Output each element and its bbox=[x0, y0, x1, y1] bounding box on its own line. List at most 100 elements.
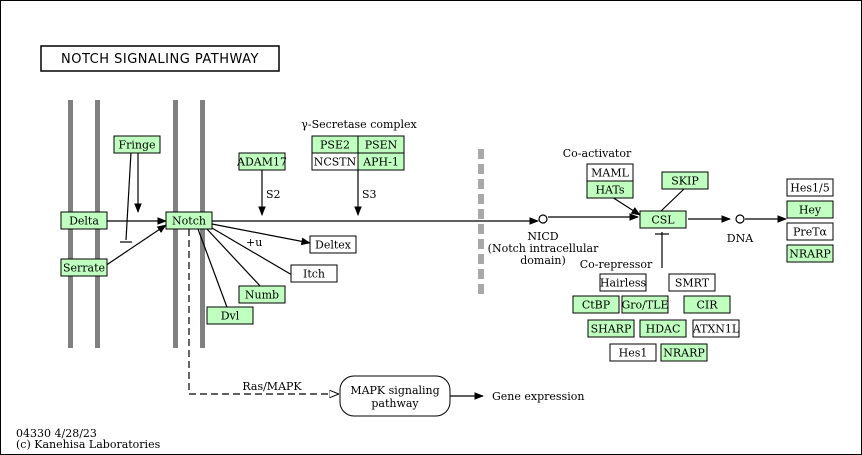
gene-node-box[interactable] bbox=[692, 319, 740, 338]
gene-node-atxn1l[interactable]: ATXN1L bbox=[692, 319, 740, 338]
gene-node-box[interactable] bbox=[609, 343, 657, 362]
gene-node-notch[interactable]: Notch bbox=[165, 211, 213, 230]
edges bbox=[99, 151, 787, 400]
gene-node-ncstn[interactable]: NCSTN bbox=[311, 152, 359, 171]
gene-node-adam17[interactable]: ADAM17 bbox=[236, 152, 287, 171]
edge-fringe-inhibit bbox=[125, 151, 132, 241]
gene-node-hes1[interactable]: Hes1 bbox=[609, 343, 657, 362]
gene-node-box[interactable] bbox=[113, 135, 161, 154]
gene-node-box[interactable] bbox=[587, 319, 635, 338]
gene-node-box[interactable] bbox=[572, 295, 620, 314]
gene-node-nrarp-bottom[interactable]: NRARP bbox=[660, 343, 708, 362]
gene-node-box[interactable] bbox=[165, 211, 213, 230]
gene-node-label: ATXN1L bbox=[692, 323, 740, 336]
gene-node-box[interactable] bbox=[668, 273, 716, 292]
gene-node-cir[interactable]: CIR bbox=[683, 295, 731, 314]
gene-node-serrate[interactable]: Serrate bbox=[60, 258, 108, 277]
gene-node-itch[interactable]: Itch bbox=[290, 264, 338, 283]
gene-node-box[interactable] bbox=[206, 306, 254, 325]
gene-node-box[interactable] bbox=[639, 319, 687, 338]
gene-node-label: Gro/TLE bbox=[621, 299, 668, 312]
gene-node-box[interactable] bbox=[309, 235, 357, 254]
gene-node-label: Hes1/5 bbox=[790, 182, 829, 195]
gene-node-psen[interactable]: PSEN bbox=[357, 135, 405, 154]
gene-node-box[interactable] bbox=[786, 244, 834, 263]
gene-node-hats[interactable]: HATs bbox=[586, 180, 634, 199]
gene-node-label: NRARP bbox=[789, 248, 831, 261]
edge-coactivator-csl bbox=[611, 196, 641, 216]
gene-node-box[interactable] bbox=[683, 295, 731, 314]
page-title: NOTCH SIGNALING PATHWAY bbox=[61, 52, 259, 67]
gene-node-box[interactable] bbox=[238, 285, 286, 304]
gene-node-box[interactable] bbox=[290, 264, 338, 283]
gene-node-box[interactable] bbox=[660, 343, 708, 362]
gene-node-label: Notch bbox=[172, 215, 206, 228]
gene-node-label: HDAC bbox=[646, 323, 681, 336]
gene-node-label: ADAM17 bbox=[236, 156, 287, 169]
gene-node-hes15[interactable]: Hes1/5 bbox=[786, 178, 834, 197]
gene-node-csl[interactable]: CSL bbox=[639, 210, 687, 229]
edge-notch-deltex bbox=[211, 223, 311, 246]
gene-node-box[interactable] bbox=[621, 295, 669, 314]
gene-node-label: MAML bbox=[591, 167, 629, 180]
edge-notch-itch bbox=[211, 227, 293, 276]
gene-node-box[interactable] bbox=[586, 180, 634, 199]
edge-serrate-notch bbox=[101, 224, 167, 269]
gene-node-hdac[interactable]: HDAC bbox=[639, 319, 687, 338]
gene-node-label: NRARP bbox=[663, 347, 705, 360]
gene-node-sharp[interactable]: SHARP bbox=[587, 319, 635, 338]
gene-node-pretalpha[interactable]: PreTα bbox=[786, 222, 834, 241]
gene-node-box[interactable] bbox=[786, 178, 834, 197]
gene-node-box[interactable] bbox=[238, 152, 286, 171]
gene-node-grotle[interactable]: Gro/TLE bbox=[621, 295, 669, 314]
gene-node-label: SHARP bbox=[591, 323, 632, 336]
gene-node-smrt[interactable]: SMRT bbox=[668, 273, 716, 292]
gene-node-pse2[interactable]: PSE2 bbox=[311, 135, 359, 154]
gene-node-label: PSE2 bbox=[320, 139, 350, 152]
map-code: 04330 4/28/23 bbox=[16, 427, 97, 440]
mapk-pathway-box[interactable] bbox=[339, 375, 451, 417]
gene-node-hey[interactable]: Hey bbox=[786, 200, 834, 219]
gene-node-deltex[interactable]: Deltex bbox=[309, 235, 357, 254]
gene-node-label: HATs bbox=[595, 184, 624, 197]
gene-node-ctbp[interactable]: CtBP bbox=[572, 295, 620, 314]
gene-node-skip[interactable]: SKIP bbox=[661, 171, 709, 190]
gene-node-box[interactable] bbox=[599, 273, 647, 292]
gene-node-maml[interactable]: MAML bbox=[586, 163, 634, 182]
gene-node-box[interactable] bbox=[639, 210, 687, 229]
gene-node-dvl[interactable]: Dvl bbox=[206, 306, 254, 325]
gene-node-box[interactable] bbox=[786, 200, 834, 219]
gene-node-label: Serrate bbox=[63, 262, 105, 275]
gene-node-fringe[interactable]: Fringe bbox=[113, 135, 161, 154]
gene-node-numb[interactable]: Numb bbox=[238, 285, 286, 304]
gene-node-box[interactable] bbox=[661, 171, 709, 190]
dna-node[interactable] bbox=[735, 214, 745, 224]
s3-label: S3 bbox=[362, 188, 377, 201]
s2-label: S2 bbox=[266, 188, 281, 201]
gene-node-label: Dvl bbox=[221, 310, 240, 323]
gene-node-label: CIR bbox=[696, 299, 718, 312]
gene-node-box[interactable] bbox=[786, 222, 834, 241]
gene-node-label: NCSTN bbox=[314, 156, 357, 169]
gene-node-aph1[interactable]: APH-1 bbox=[357, 152, 405, 171]
nicd-node[interactable] bbox=[538, 214, 548, 224]
ubiquitination-label: +u bbox=[246, 236, 262, 249]
gene-node-nrarp-right[interactable]: NRARP bbox=[786, 244, 834, 263]
corepressor-label: Co-repressor bbox=[580, 258, 653, 271]
gene-node-label: SKIP bbox=[671, 175, 699, 188]
gene-node-box[interactable] bbox=[357, 152, 405, 171]
gene-node-box[interactable] bbox=[60, 211, 108, 230]
gene-node-box[interactable] bbox=[60, 258, 108, 277]
gene-node-label: Hes1 bbox=[619, 347, 648, 360]
gene-node-delta[interactable]: Delta bbox=[60, 211, 108, 230]
edge-notch-mapk bbox=[188, 229, 338, 394]
coactivator-label: Co-activator bbox=[563, 147, 632, 160]
mapk-label-line1: MAPK signaling bbox=[350, 384, 439, 397]
gene-node-hairless[interactable]: Hairless bbox=[599, 273, 647, 292]
gene-node-label: Deltex bbox=[315, 239, 352, 252]
gene-node-label: CSL bbox=[651, 214, 675, 227]
gene-node-label: SMRT bbox=[675, 277, 710, 290]
copyright: (c) Kanehisa Laboratories bbox=[16, 438, 161, 451]
